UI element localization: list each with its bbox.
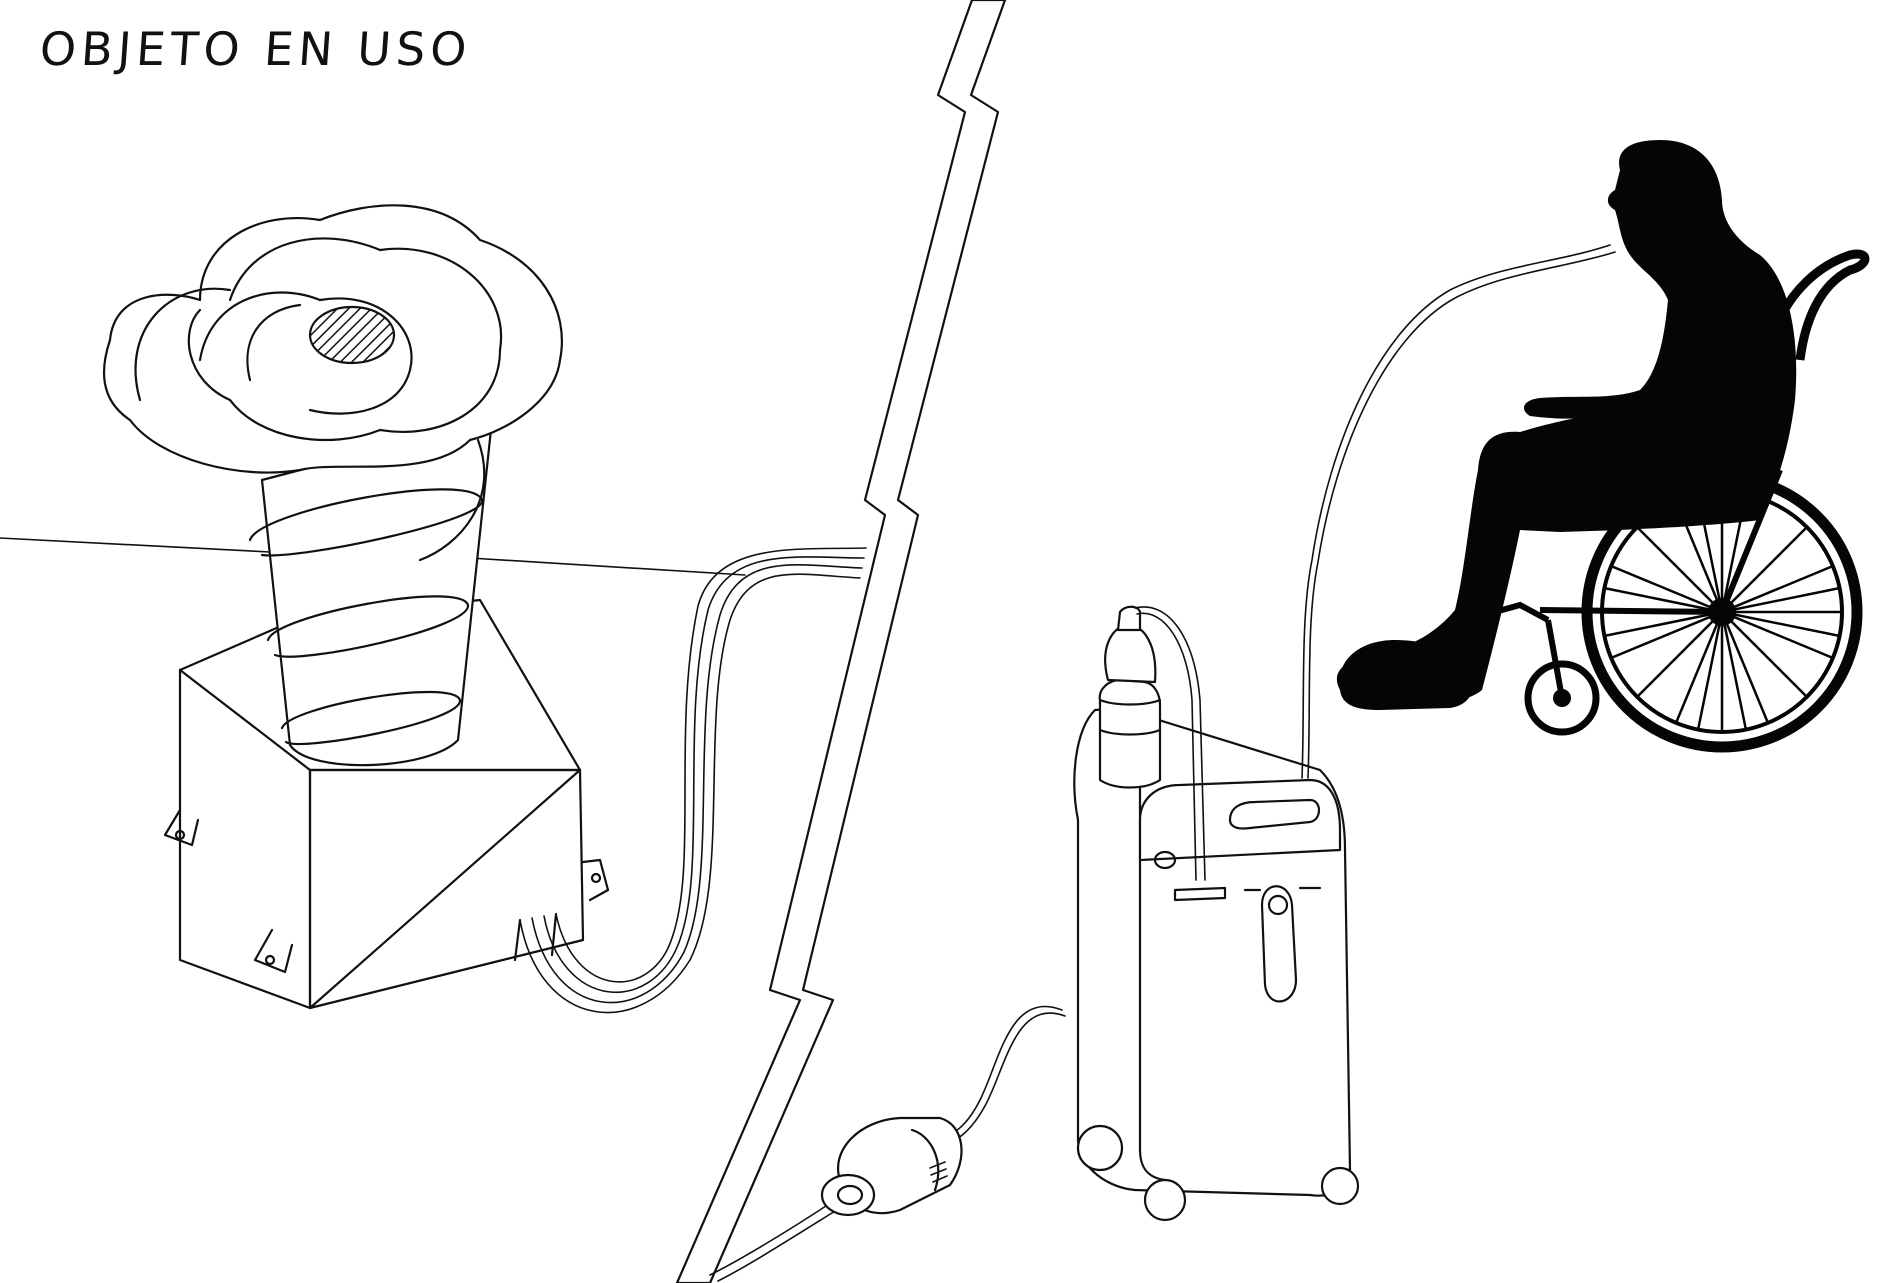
oxygen-tubing <box>1301 244 1616 779</box>
hose-bundle <box>519 547 867 1014</box>
left-panel <box>0 204 867 1014</box>
floor-line-left <box>0 537 271 553</box>
oxygen-concentrator-icon <box>1073 605 1360 1222</box>
zigzag-divider <box>675 0 1007 1283</box>
floor-line-right <box>469 557 746 576</box>
mounting-bracket-icon <box>163 808 610 974</box>
right-panel <box>709 140 1870 1282</box>
center-aperture <box>308 305 396 365</box>
power-plug-icon <box>820 1116 963 1217</box>
spiral-neck <box>248 418 494 767</box>
spiral-flower-device-icon <box>102 204 563 474</box>
wheelchair-user-silhouette-icon <box>1336 140 1870 753</box>
